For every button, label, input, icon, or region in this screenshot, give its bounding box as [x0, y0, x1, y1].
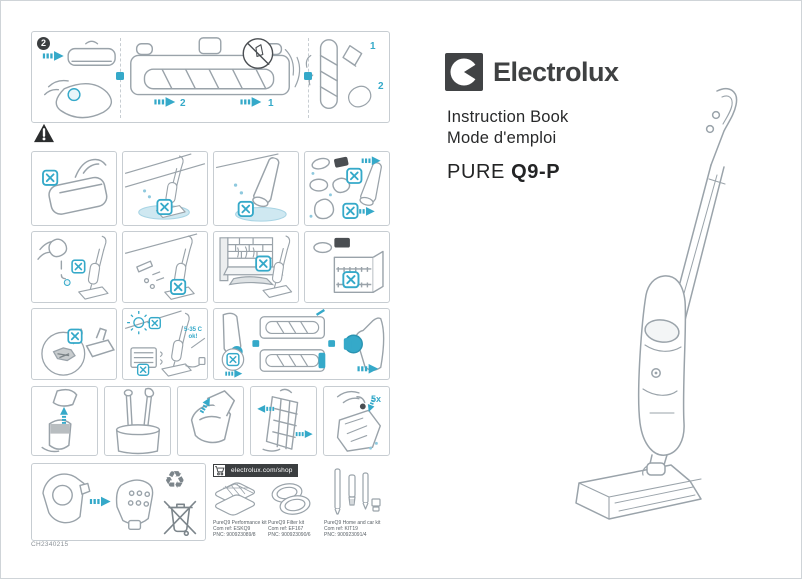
- arrow-icon: [295, 430, 313, 439]
- kit-filter-image: [271, 483, 311, 515]
- kit-performance-image: [214, 482, 256, 516]
- pictogram-no-sharp-objects: [122, 231, 208, 303]
- prohibition-icon: [156, 198, 173, 216]
- arrow-right-icon: [42, 51, 64, 61]
- prohibition-icon: [136, 363, 150, 376]
- warning-icon: [34, 123, 54, 143]
- pictogram-battery-recycling: ♻: [31, 463, 206, 541]
- step-label: 1: [268, 98, 274, 109]
- arrow-icon: [355, 206, 375, 216]
- prohibition-icon: [346, 167, 363, 184]
- title-fr: Mode d'emploi: [447, 129, 557, 147]
- prohibition-icon: [342, 202, 359, 219]
- electrolux-logo-mark: [445, 53, 483, 91]
- recycle-icon: ♻: [164, 467, 186, 494]
- shop-url: electrolux.com/shop: [226, 464, 298, 477]
- product-series: PURE: [447, 161, 505, 183]
- pictogram-no-dishwasher: [304, 231, 390, 303]
- document-code: CH2340215: [31, 541, 69, 548]
- prohibition-icon: [255, 255, 272, 272]
- prohibition-icon: [226, 352, 240, 367]
- product-name: PURE Q9-P: [447, 161, 560, 184]
- prohibition-icon: [148, 316, 161, 330]
- brand-wordmark: Electrolux: [493, 57, 619, 87]
- assembly-panel: 2 2 1 1 2: [31, 31, 390, 123]
- prohibition-icon: [237, 200, 254, 218]
- step-marker-icon: [116, 72, 124, 80]
- accessory-step-label: 1: [370, 41, 376, 52]
- shop-banner: electrolux.com/shop: [213, 464, 298, 477]
- shopping-cart-icon: [213, 464, 226, 477]
- step-label: 2: [180, 98, 186, 109]
- pictogram-no-washing-parts: [304, 151, 390, 226]
- title-en: Instruction Book: [447, 108, 569, 126]
- pictogram-remove-filter-frame: [250, 386, 317, 456]
- assembly-diagram-art: [42, 32, 389, 122]
- kit-home-car-image: [334, 468, 381, 515]
- pictogram-remove-filter-cap: [31, 386, 98, 456]
- step-marker-icon: [304, 72, 312, 80]
- prohibition-icon: [71, 259, 86, 274]
- pictogram-no-liquids-handheld: [213, 151, 299, 226]
- pictogram-no-embers: [31, 308, 117, 380]
- arrow-icon: [225, 369, 243, 378]
- prohibition-icon: [342, 271, 360, 289]
- pictogram-tap-filter-5x: 5x: [323, 386, 390, 456]
- arrow-icon: [89, 496, 111, 507]
- vacuum-illustration: [575, 87, 738, 520]
- pictogram-no-wet-floor: [122, 151, 208, 226]
- pictogram-clean-with-rods: [104, 386, 171, 456]
- pictogram-open-filter-unit: [177, 386, 244, 456]
- pictogram-no-hand-in-nozzle: [31, 151, 117, 226]
- prohibition-icon: [42, 169, 59, 186]
- panel-number-badge: 2: [37, 37, 50, 50]
- pictogram-no-solvents: [31, 231, 117, 303]
- arrow-step1-icon: [240, 97, 262, 107]
- pictogram-brushroll-maintenance: [213, 308, 390, 380]
- pictogram-no-fireplace-ash: [213, 231, 299, 303]
- tap-count-label: 5x: [370, 394, 381, 404]
- prohibition-icon: [170, 278, 187, 296]
- product-model: Q9-P: [511, 161, 561, 183]
- weee-bin-icon: [163, 500, 197, 536]
- arrow-step2-icon: [154, 97, 176, 107]
- accessory-step-label: 2: [378, 81, 384, 92]
- electrolux-symbol-icon: [450, 58, 483, 86]
- prohibition-icon: [67, 328, 83, 344]
